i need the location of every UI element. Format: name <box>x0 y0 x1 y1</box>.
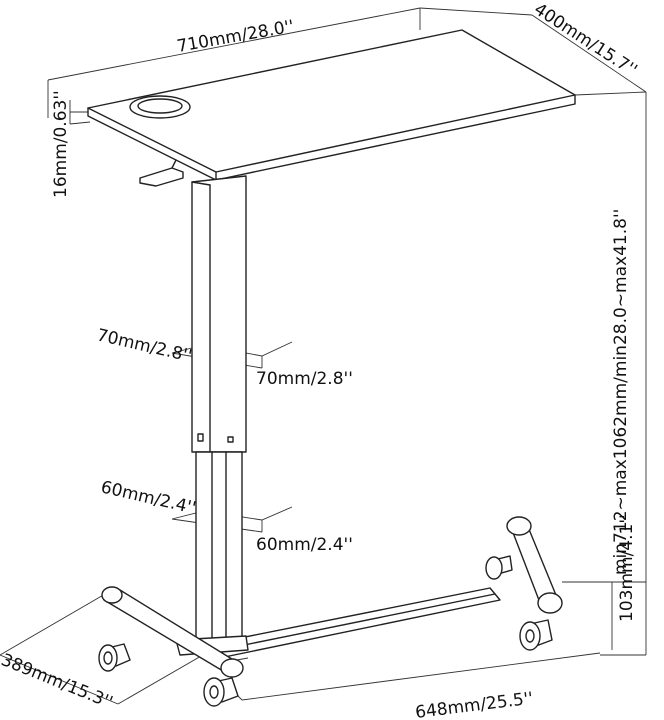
lower-column <box>195 451 243 643</box>
label-caster-height: 103mm/4.1'' <box>617 514 637 622</box>
cup-holder <box>129 95 191 119</box>
label-upper-column-b: 70mm/2.8'' <box>256 369 353 389</box>
base-frame <box>101 516 563 678</box>
caster-right-front <box>519 619 553 651</box>
label-lower-column-b: 60mm/2.4'' <box>256 535 353 555</box>
label-top-width: 710mm/28.0'' <box>175 17 295 57</box>
label-upper-column-a: 70mm/2.8'' <box>95 325 194 366</box>
casters <box>98 555 553 707</box>
label-lower-column-a: 60mm/2.4'' <box>99 477 198 518</box>
table-top <box>87 29 576 181</box>
label-top-depth: 400mm/15.7'' <box>530 0 640 81</box>
label-height-range: min712~max1062mm/min28.0~max41.8'' <box>611 209 631 575</box>
label-top-thickness: 16mm/0.63'' <box>51 90 71 198</box>
upper-column <box>191 175 247 453</box>
dimension-lines <box>0 7 647 705</box>
caster-left-back <box>98 643 131 672</box>
caster-left-front <box>203 677 239 707</box>
caster-right-back <box>485 555 513 580</box>
label-base-width: 648mm/25.5'' <box>414 689 534 720</box>
height-lever <box>139 159 184 187</box>
label-base-depth: 389mm/15.3'' <box>0 650 115 713</box>
